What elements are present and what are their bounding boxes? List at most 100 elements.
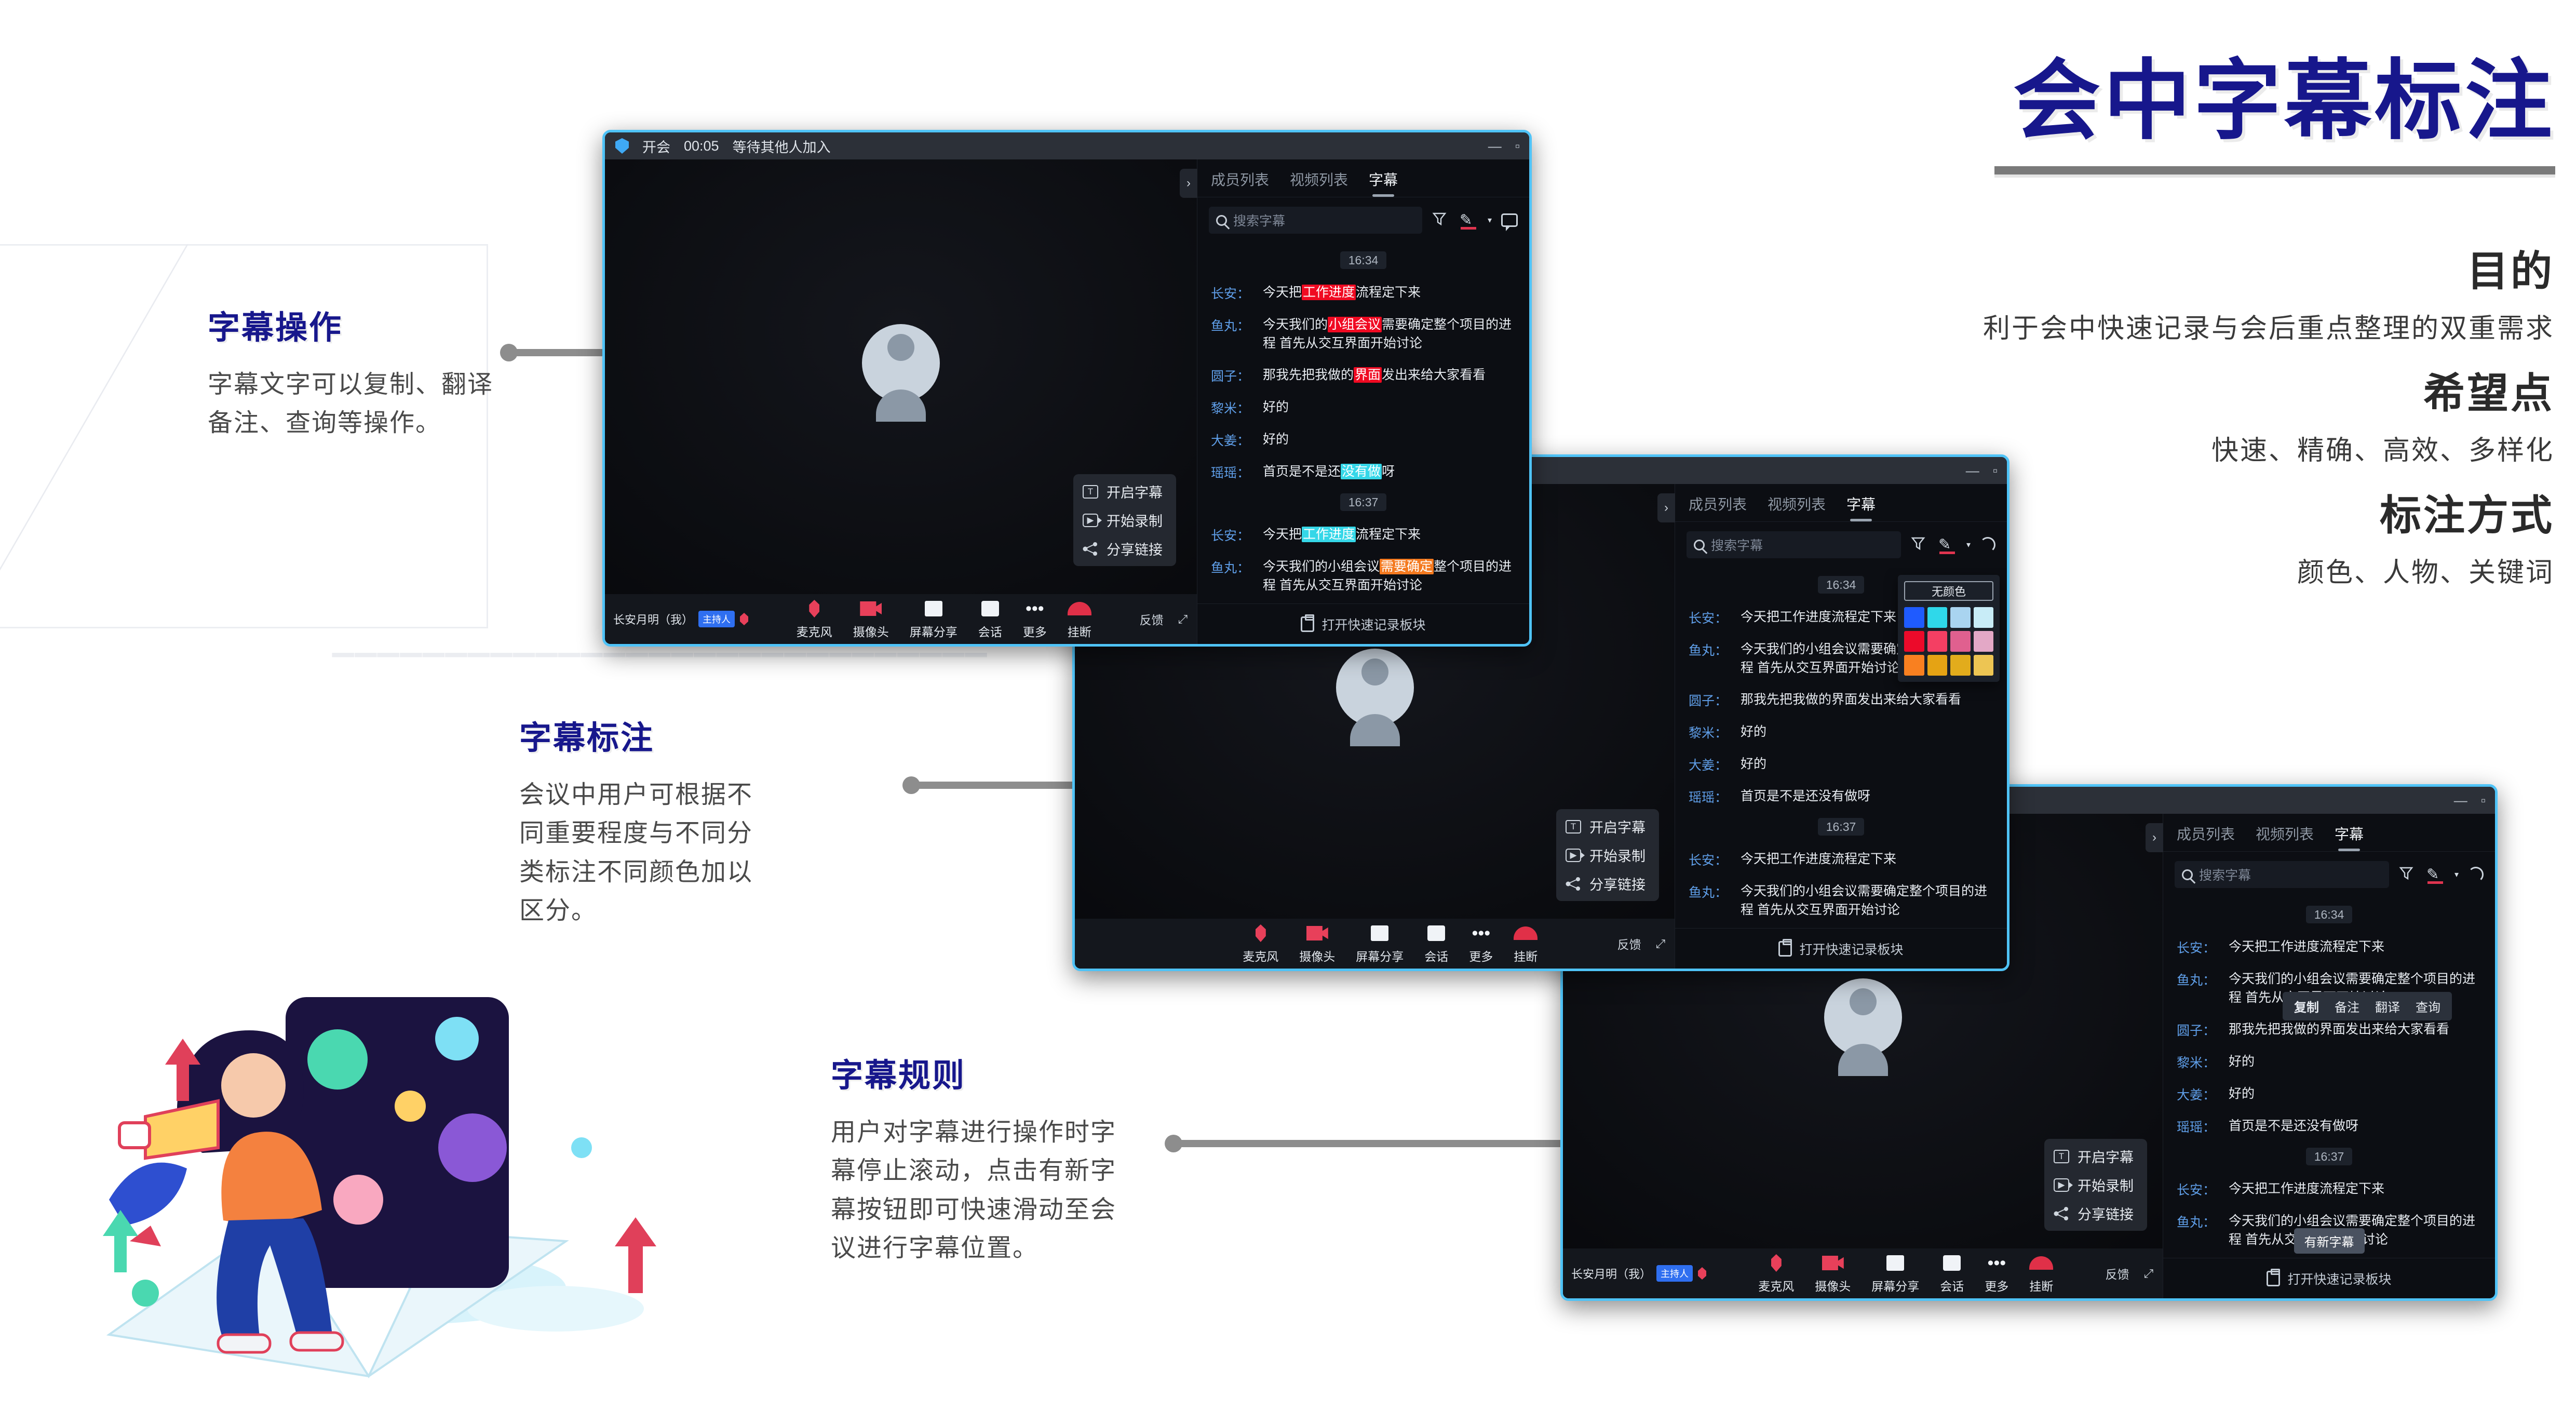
color-swatch[interactable]: [1950, 655, 1971, 676]
pen-icon[interactable]: ✎: [1938, 535, 1957, 554]
mic-button[interactable]: 麦克风: [1758, 1253, 1794, 1294]
subtitle-text[interactable]: 今天把工作进度流程定下来: [1741, 850, 1896, 869]
color-swatch[interactable]: [1973, 655, 1993, 676]
more-options-menu[interactable]: T 开启字幕 ▶ 开始录制 分享链接: [1073, 474, 1176, 566]
subtitle-text[interactable]: 今天把工作进度流程定下来: [1263, 526, 1421, 544]
comment-icon[interactable]: [1501, 213, 1518, 231]
menu-item-share-link[interactable]: 分享链接: [2054, 1203, 2134, 1224]
tab-video-list[interactable]: 视频列表: [1768, 496, 1826, 513]
transcript-row[interactable]: 大姜：好的: [1197, 424, 1529, 456]
sync-icon[interactable]: [1980, 537, 1995, 553]
minimize-icon[interactable]: —: [1965, 462, 1979, 478]
hangup-button[interactable]: 挂断: [1514, 923, 1538, 964]
transcript-row[interactable]: 鱼丸：今天我们的小组会议需要确定整个项目的进程 首先从交互界面开始讨论: [1197, 309, 1529, 359]
transcript-row[interactable]: 长安：今天把工作进度流程定下来: [1675, 601, 2007, 634]
chevron-right-icon[interactable]: ›: [2146, 823, 2163, 852]
hangup-button[interactable]: 挂断: [2029, 1253, 2054, 1294]
subtitle-text[interactable]: 好的: [1741, 755, 1766, 774]
more-options-menu[interactable]: T 开启字幕 ▶ 开始录制 分享链接: [1556, 809, 1659, 901]
subtitle-text[interactable]: 好的: [1263, 398, 1289, 417]
subtitle-text[interactable]: 今天把工作进度流程定下来: [2229, 938, 2384, 957]
subtitle-text[interactable]: 今天把工作进度流程定下来: [1741, 608, 1896, 627]
tab-member-list[interactable]: 成员列表: [2177, 826, 2235, 842]
pen-icon[interactable]: ✎: [2426, 865, 2445, 884]
more-button[interactable]: ••• 更多: [1023, 598, 1047, 640]
sync-icon[interactable]: [2468, 867, 2484, 882]
query-action[interactable]: 查询: [2416, 1001, 2440, 1015]
hangup-button[interactable]: 挂断: [1067, 598, 1091, 640]
mic-button[interactable]: 麦克风: [1243, 923, 1278, 964]
transcript-row[interactable]: 长安：今天把工作进度流程定下来: [1675, 843, 2007, 876]
minimize-icon[interactable]: —: [1488, 138, 1502, 154]
color-swatch[interactable]: [1973, 607, 1993, 628]
subtitle-text[interactable]: 今天我们的小组会议需要确定整个项目的进程 首先从交互界面开始讨论: [1263, 558, 1516, 595]
color-swatch[interactable]: [1973, 631, 1993, 652]
color-palette[interactable]: 无颜色: [1898, 575, 2000, 682]
menu-item-record[interactable]: ▶ 开始录制: [2054, 1175, 2134, 1195]
search-input[interactable]: 搜索字幕: [1687, 531, 1901, 558]
color-swatch[interactable]: [1927, 607, 1947, 628]
screen-share-button[interactable]: 屏幕分享: [1871, 1253, 1919, 1294]
transcript-row[interactable]: 圆子：那我先把我做的界面发出来给大家看看: [1197, 359, 1529, 392]
screen-share-button[interactable]: 屏幕分享: [1356, 923, 1404, 964]
subtitle-text[interactable]: 好的: [2229, 1053, 2255, 1071]
camera-button[interactable]: 摄像头: [1299, 923, 1335, 964]
transcript-row[interactable]: 大姜：好的: [2163, 1078, 2495, 1110]
menu-item-share-link[interactable]: 分享链接: [1566, 874, 1646, 894]
tab-video-list[interactable]: 视频列表: [1290, 172, 1348, 188]
camera-button[interactable]: 摄像头: [853, 598, 889, 640]
menu-item-record[interactable]: ▶ 开始录制: [1566, 845, 1646, 865]
subtitle-text[interactable]: 今天我们的小组会议需要确定整个项目的进程 首先从交互界面开始讨论: [1263, 316, 1516, 353]
menu-item-caption[interactable]: T 开启字幕: [1566, 816, 1646, 837]
transcript-row[interactable]: 瑶瑶：首页是不是还没有做呀: [1197, 456, 1529, 488]
chat-button[interactable]: 会话: [978, 598, 1002, 640]
chat-button[interactable]: 会话: [1940, 1253, 1964, 1294]
more-button[interactable]: ••• 更多: [1469, 923, 1493, 964]
subtitle-text[interactable]: 今天把工作进度流程定下来: [1263, 284, 1421, 302]
color-swatch[interactable]: [1904, 631, 1924, 652]
chevron-down-icon[interactable]: ▾: [1487, 216, 1492, 225]
subtitle-text[interactable]: 今天我们的小组会议需要确定整个项目的进程 首先从交互界面开始讨论: [1741, 882, 1993, 919]
color-swatch[interactable]: [1927, 631, 1947, 652]
transcript-row[interactable]: 瑶瑶：首页是不是还没有做呀: [2163, 1110, 2495, 1143]
menu-item-record[interactable]: ▶ 开始录制: [1083, 510, 1163, 530]
feedback-button[interactable]: 反馈: [1139, 613, 1164, 627]
transcript-row[interactable]: 鱼丸：今天我们的小组会议需要确定整个项目的进程 首先从交互界面开始讨论: [1197, 551, 1529, 601]
color-swatch[interactable]: [1904, 607, 1924, 628]
subtitle-text[interactable]: 好的: [1741, 723, 1766, 742]
note-action[interactable]: 备注: [2335, 1001, 2359, 1015]
transcript-row[interactable]: 长安：今天把工作进度流程定下来: [2163, 931, 2495, 963]
chevron-down-icon[interactable]: ▾: [1966, 541, 1971, 549]
transcript-row[interactable]: 黎米：好的: [1675, 716, 2007, 748]
subtitle-text[interactable]: 好的: [2229, 1085, 2255, 1104]
meeting-window-operations[interactable]: 开会 00:05 等待其他人加入 — ▫ T 开启字幕 ▶ 开始录制: [602, 130, 1532, 647]
subtitle-text[interactable]: 那我先把我做的界面发出来给大家看看: [2229, 1020, 2449, 1039]
no-color-button[interactable]: 无颜色: [1904, 581, 1993, 601]
filter-icon[interactable]: [1432, 211, 1450, 230]
mic-button[interactable]: 麦克风: [797, 598, 832, 640]
new-subtitle-button[interactable]: 有新字幕: [2294, 1228, 2365, 1254]
filter-icon[interactable]: [1910, 535, 1929, 554]
feedback-button[interactable]: 反馈: [2105, 1268, 2129, 1281]
transcript-row[interactable]: 大姜：好的: [1675, 748, 2007, 781]
camera-button[interactable]: 摄像头: [1815, 1253, 1851, 1294]
expand-icon[interactable]: ⤢: [2143, 1266, 2153, 1280]
maximize-icon[interactable]: ▫: [2480, 792, 2486, 808]
subtitle-text[interactable]: 那我先把我做的界面发出来给大家看看: [1263, 366, 1486, 385]
chevron-right-icon[interactable]: ›: [1180, 169, 1197, 198]
search-input[interactable]: 搜索字幕: [1209, 207, 1422, 234]
transcript-row[interactable]: 黎米：好的: [1197, 392, 1529, 424]
transcript-row[interactable]: 长安：今天把工作进度流程定下来: [1197, 277, 1529, 309]
chat-button[interactable]: 会话: [1424, 923, 1448, 964]
subtitle-text[interactable]: 首页是不是还没有做呀: [1741, 787, 1870, 806]
more-button[interactable]: ••• 更多: [1985, 1253, 2008, 1294]
pen-icon[interactable]: ✎: [1460, 211, 1478, 230]
tab-subtitles[interactable]: 字幕: [1846, 493, 1876, 521]
screen-share-button[interactable]: 屏幕分享: [910, 598, 957, 640]
subtitle-text[interactable]: 今天把工作进度流程定下来: [2229, 1180, 2384, 1199]
transcript-row[interactable]: 长安：今天把工作进度流程定下来: [2163, 1173, 2495, 1205]
tab-subtitles[interactable]: 字幕: [1369, 169, 1398, 197]
color-swatch[interactable]: [1950, 607, 1971, 628]
more-options-menu[interactable]: T 开启字幕 ▶ 开始录制: [2044, 1139, 2147, 1231]
